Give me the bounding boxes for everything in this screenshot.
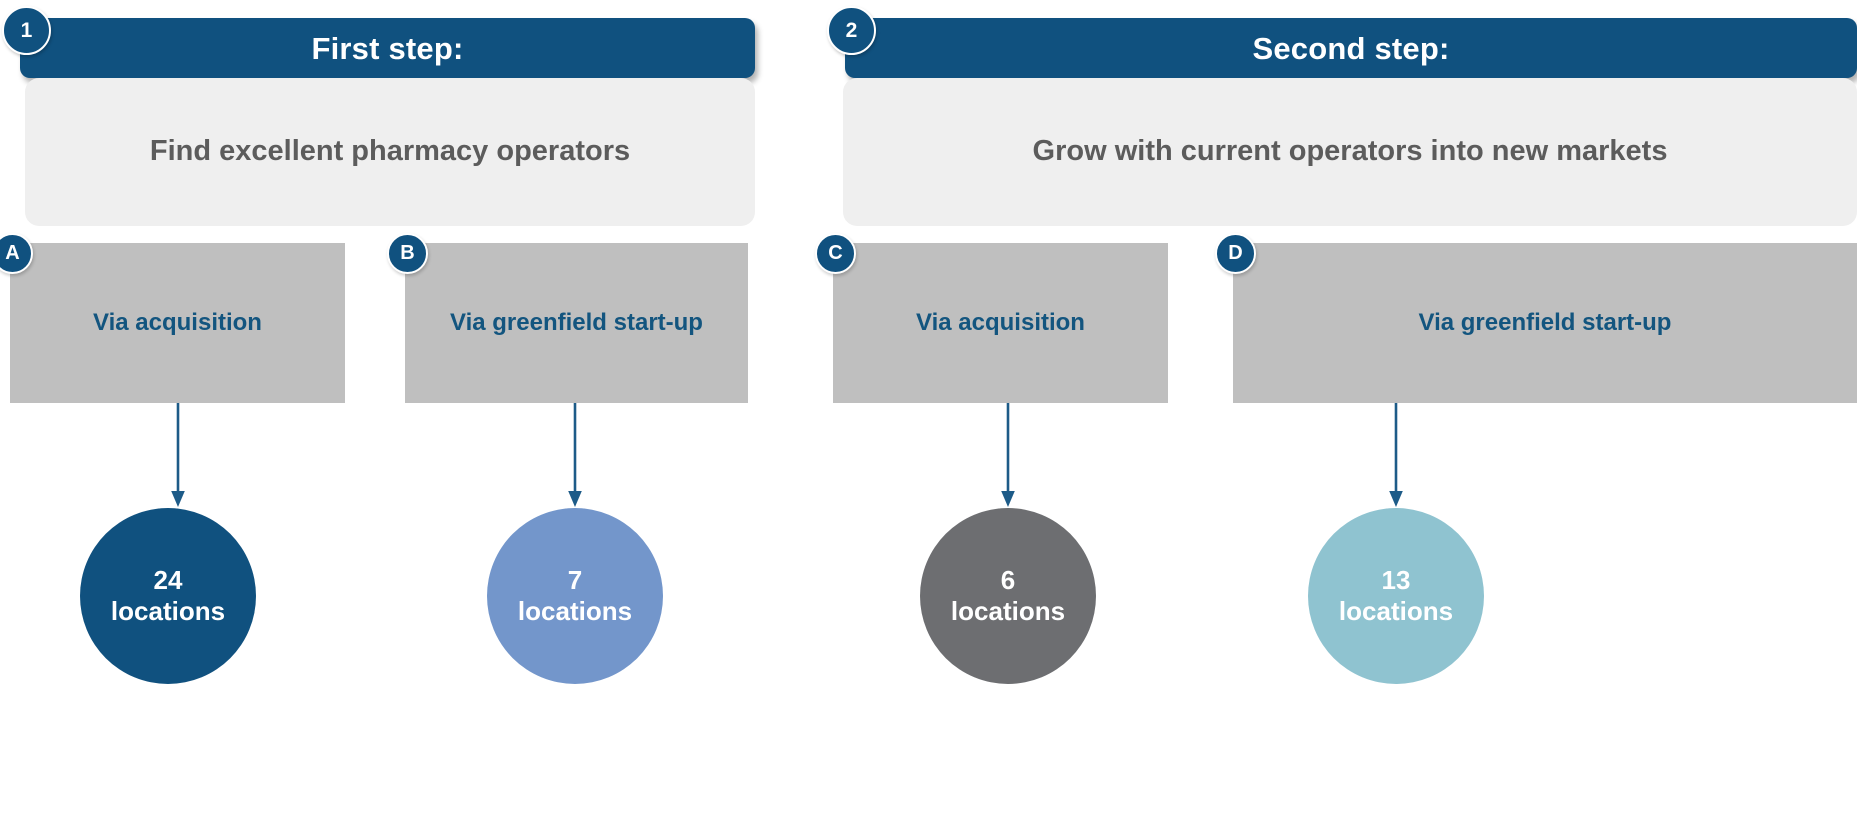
branch-d-box-label: Via greenfield start-up	[1418, 309, 1672, 337]
branch-d-box: Via greenfield start-up	[1233, 243, 1857, 403]
branch-a-letter-badge-label: A	[5, 242, 20, 264]
branch-c-box-label: Via acquisition	[916, 309, 1085, 337]
branch-a-result-circle: 24 locations	[80, 508, 256, 684]
branch-b-box: Via greenfield start-up	[405, 243, 748, 403]
arrow-down-icon	[171, 403, 185, 507]
step-1-header-title: First step:	[311, 30, 464, 66]
branch-c-letter-badge-label: C	[828, 242, 843, 264]
branch-b-arrow	[565, 403, 585, 508]
step-2-header-title: Second step:	[1252, 30, 1450, 66]
step-1-body-panel: Find excellent pharmacy operators	[25, 78, 755, 226]
branch-c-result-circle: 6 locations	[920, 508, 1096, 684]
arrow-down-icon	[568, 403, 582, 507]
step-group-1: First step: 1 Find excellent pharmacy op…	[0, 0, 910, 824]
branch-d-letter-badge-label: D	[1228, 242, 1243, 264]
branch-a-result-unit: locations	[110, 596, 226, 626]
branch-c-result-number: 6	[1000, 565, 1016, 596]
branch-d-result-circle: 13 locations	[1308, 508, 1484, 684]
branch-d-result-unit: locations	[1338, 596, 1454, 626]
step-1-header-bar: First step:	[20, 18, 755, 78]
branch-c-letter-badge: C	[815, 233, 856, 274]
step-1-number-badge-label: 1	[20, 18, 33, 42]
arrow-down-icon	[1001, 403, 1015, 507]
branch-b-result-circle: 7 locations	[487, 508, 663, 684]
branch-c-box: Via acquisition	[833, 243, 1168, 403]
step-1-number-badge: 1	[2, 6, 51, 55]
branch-a-arrow	[168, 403, 188, 508]
branch-d-arrow	[1386, 403, 1406, 508]
step-2-number-badge: 2	[827, 6, 876, 55]
branch-b-letter-badge: B	[387, 233, 428, 274]
branch-c-arrow	[998, 403, 1018, 508]
step-1-body-text: Find excellent pharmacy operators	[149, 135, 631, 168]
branch-d-result-number: 13	[1381, 565, 1411, 596]
branch-c-result-unit: locations	[950, 596, 1066, 626]
branch-a-letter-badge: A	[0, 233, 33, 274]
step-2-number-badge-label: 2	[845, 18, 858, 42]
branch-a-result-number: 24	[153, 565, 183, 596]
arrow-down-icon	[1389, 403, 1403, 507]
step-2-header-bar: Second step:	[845, 18, 1857, 78]
step-2-body-panel: Grow with current operators into new mar…	[843, 78, 1857, 226]
step-group-2: Second step: 2 Grow with current operato…	[815, 0, 1857, 824]
branch-a-box: Via acquisition	[10, 243, 345, 403]
branch-b-box-label: Via greenfield start-up	[450, 309, 703, 337]
branch-a-box-label: Via acquisition	[93, 309, 262, 337]
branch-b-result-number: 7	[567, 565, 583, 596]
branch-b-letter-badge-label: B	[400, 242, 415, 264]
branch-b-result-unit: locations	[517, 596, 633, 626]
step-2-body-text: Grow with current operators into new mar…	[1032, 135, 1668, 168]
branch-d-letter-badge: D	[1215, 233, 1256, 274]
